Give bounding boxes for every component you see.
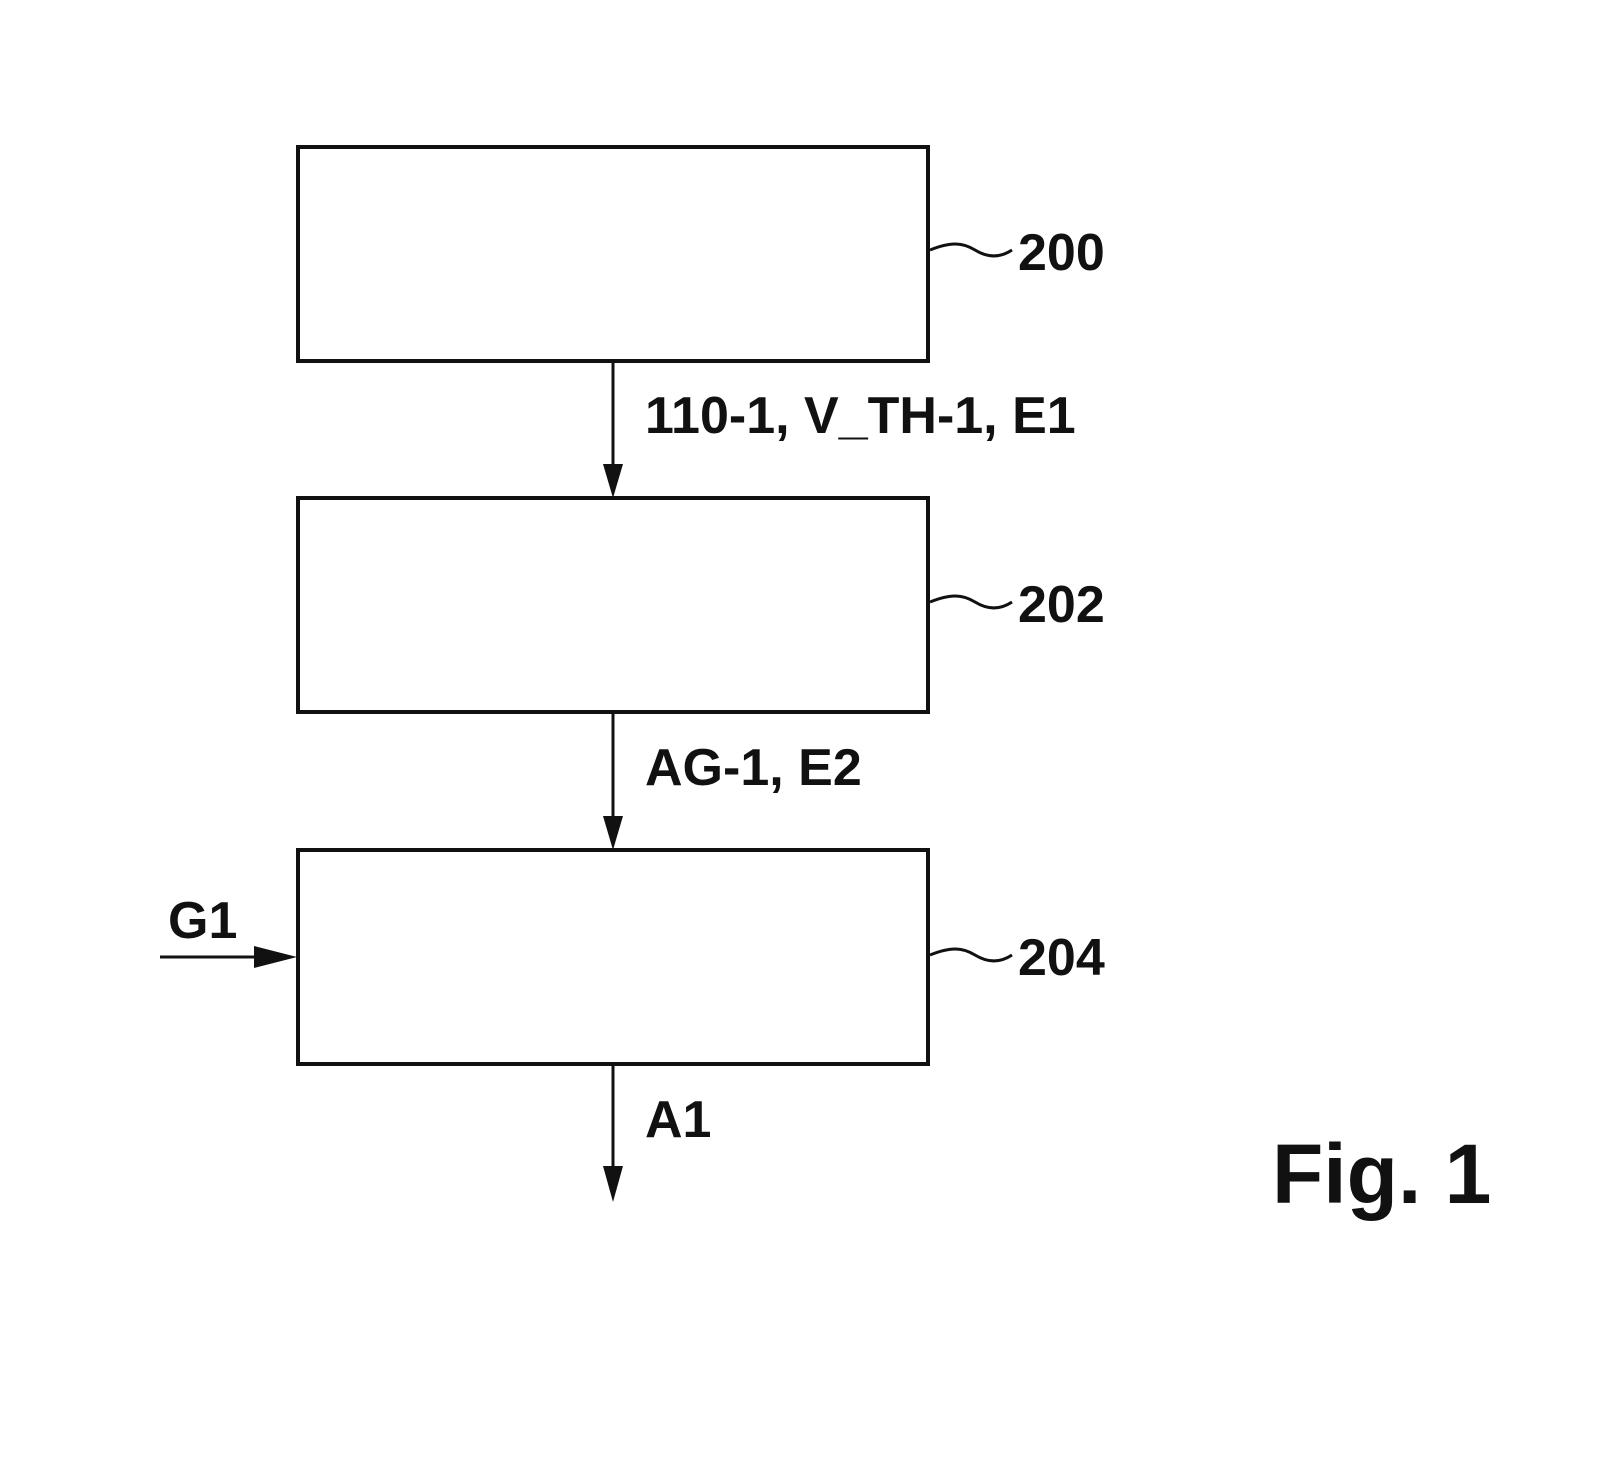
edge-label-202-204: AG-1, E2: [645, 739, 862, 797]
ref-label-200: 200: [1018, 224, 1105, 282]
input-label: G1: [168, 892, 237, 950]
ref-label-202: 202: [1018, 576, 1105, 634]
arrow-202-204-head: [603, 816, 623, 850]
arrow-200-202-head: [603, 464, 623, 498]
output-arrow-head: [603, 1166, 623, 1202]
block-200: [296, 145, 930, 363]
edge-label-200-202: 110-1, V_TH-1, E1: [645, 387, 1076, 445]
input-arrow-head: [254, 946, 297, 968]
leader-200: [929, 242, 1013, 258]
output-label: A1: [645, 1091, 711, 1149]
block-202: [296, 496, 930, 714]
block-204: [296, 848, 930, 1066]
ref-label-204: 204: [1018, 929, 1105, 987]
leader-204: [929, 947, 1013, 963]
leader-202: [929, 594, 1013, 610]
figure-caption: Fig. 1: [1272, 1127, 1491, 1221]
